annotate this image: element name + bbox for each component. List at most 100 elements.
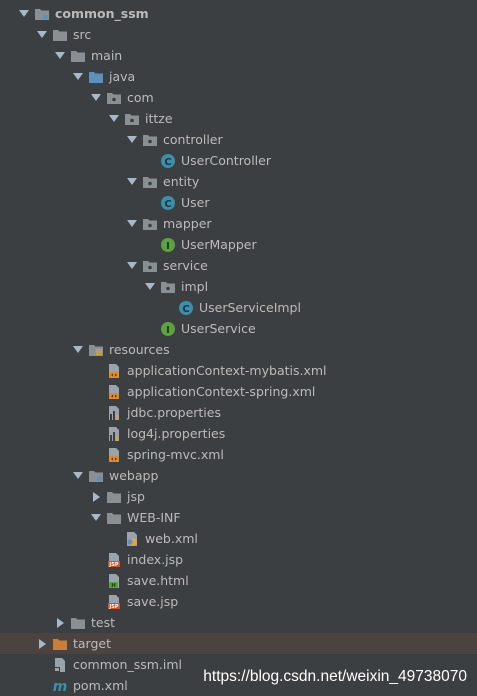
tree-node-controller[interactable]: controller xyxy=(0,129,477,150)
collapse-arrow-icon[interactable] xyxy=(54,612,66,633)
tree-node-entity[interactable]: entity xyxy=(0,171,477,192)
tree-node-java[interactable]: java xyxy=(0,66,477,87)
tree-node-label: save.jsp xyxy=(127,594,179,609)
tree-node-label: src xyxy=(73,27,92,42)
folder-icon xyxy=(106,489,122,505)
expand-arrow-icon[interactable] xyxy=(90,507,102,528)
tree-node-label: java xyxy=(109,69,136,84)
tree-node-user-service[interactable]: I UserService xyxy=(0,318,477,339)
tree-node-web-inf[interactable]: WEB-INF xyxy=(0,507,477,528)
tree-node-label: web.xml xyxy=(145,531,198,546)
tree-node-src[interactable]: src xyxy=(0,24,477,45)
tree-node-label: test xyxy=(91,615,116,630)
tree-node-test[interactable]: test xyxy=(0,612,477,633)
expand-arrow-icon[interactable] xyxy=(72,66,84,87)
watermark-text: https://blog.csdn.net/weixin_49738070 xyxy=(203,668,467,685)
tree-node-label: service xyxy=(163,258,208,273)
tree-node-label: User xyxy=(181,195,210,210)
expand-arrow-icon[interactable] xyxy=(126,171,138,192)
tree-node-label: jdbc.properties xyxy=(127,405,221,420)
expand-arrow-icon[interactable] xyxy=(54,45,66,66)
maven-letter: m xyxy=(53,679,68,694)
package-icon xyxy=(142,174,158,190)
interface-letter: I xyxy=(166,241,170,252)
tree-node-label: spring-mvc.xml xyxy=(127,447,224,462)
java-interface-icon: I xyxy=(160,321,176,337)
xml-file-icon xyxy=(106,384,122,400)
excluded-folder-icon xyxy=(52,636,68,652)
expand-arrow-icon[interactable] xyxy=(90,87,102,108)
tree-node-iml[interactable]: common_ssm.iml xyxy=(0,654,477,675)
xml-file-icon xyxy=(106,363,122,379)
collapse-arrow-icon[interactable] xyxy=(90,486,102,507)
tree-node-com[interactable]: com xyxy=(0,87,477,108)
tree-node-label: log4j.properties xyxy=(127,426,226,441)
expand-arrow-icon[interactable] xyxy=(126,129,138,150)
html-badge: H xyxy=(111,583,116,589)
xml-file-icon xyxy=(106,447,122,463)
tree-node-pom[interactable]: m pom.xml xyxy=(0,675,477,696)
expand-arrow-icon[interactable] xyxy=(72,339,84,360)
tree-node-app-ctx-spring[interactable]: applicationContext-spring.xml xyxy=(0,381,477,402)
tree-node-label: UserController xyxy=(181,153,271,168)
tree-node-label: WEB-INF xyxy=(127,510,181,525)
tree-node-web-xml[interactable]: web.xml xyxy=(0,528,477,549)
tree-node-ittze[interactable]: ittze xyxy=(0,108,477,129)
tree-node-spring-mvc[interactable]: spring-mvc.xml xyxy=(0,444,477,465)
tree-node-label: applicationContext-mybatis.xml xyxy=(127,363,327,378)
class-letter: C xyxy=(182,304,189,315)
package-icon xyxy=(160,279,176,295)
expand-arrow-icon[interactable] xyxy=(144,276,156,297)
expand-arrow-icon[interactable] xyxy=(36,24,48,45)
tree-node-impl[interactable]: impl xyxy=(0,276,477,297)
tree-node-jdbc-properties[interactable]: jdbc.properties xyxy=(0,402,477,423)
tree-node-save-jsp[interactable]: JSP save.jsp xyxy=(0,591,477,612)
tree-node-label: webapp xyxy=(109,468,159,483)
tree-node-label: UserServiceImpl xyxy=(199,300,301,315)
tree-node-resources[interactable]: resources xyxy=(0,339,477,360)
interface-letter: I xyxy=(166,325,170,336)
tree-node-app-ctx-mybatis[interactable]: applicationContext-mybatis.xml xyxy=(0,360,477,381)
collapse-arrow-icon[interactable] xyxy=(36,633,48,654)
package-icon xyxy=(142,216,158,232)
tree-node-log4j-properties[interactable]: log4j.properties xyxy=(0,423,477,444)
maven-icon: m xyxy=(52,678,68,694)
tree-node-target[interactable]: target xyxy=(0,633,477,654)
web-xml-icon xyxy=(124,531,140,547)
tree-node-label: UserService xyxy=(181,321,256,336)
tree-node-save-html[interactable]: H save.html xyxy=(0,570,477,591)
expand-arrow-icon[interactable] xyxy=(108,108,120,129)
tree-node-service[interactable]: service xyxy=(0,255,477,276)
properties-file-icon xyxy=(106,405,122,421)
class-letter: C xyxy=(164,157,171,168)
package-icon xyxy=(142,132,158,148)
resources-folder-icon xyxy=(88,342,104,358)
tree-node-index-jsp[interactable]: JSP index.jsp xyxy=(0,549,477,570)
java-interface-icon: I xyxy=(160,237,176,253)
jsp-file-icon: JSP xyxy=(106,594,122,610)
package-icon xyxy=(124,111,140,127)
tree-node-webapp[interactable]: webapp xyxy=(0,465,477,486)
tree-node-label: common_ssm.iml xyxy=(73,657,182,672)
tree-node-user-mapper[interactable]: I UserMapper xyxy=(0,234,477,255)
tree-node-user[interactable]: C User xyxy=(0,192,477,213)
source-folder-icon xyxy=(88,69,104,85)
module-folder-icon xyxy=(34,6,50,22)
tree-node-main[interactable]: main xyxy=(0,45,477,66)
tree-node-mapper[interactable]: mapper xyxy=(0,213,477,234)
tree-node-label: mapper xyxy=(163,216,212,231)
tree-node-jsp[interactable]: jsp xyxy=(0,486,477,507)
expand-arrow-icon[interactable] xyxy=(18,3,30,24)
tree-node-label: pom.xml xyxy=(73,678,128,693)
tree-node-common-ssm[interactable]: common_ssm xyxy=(0,3,477,24)
expand-arrow-icon[interactable] xyxy=(72,465,84,486)
properties-file-icon xyxy=(106,426,122,442)
folder-icon xyxy=(70,48,86,64)
folder-icon xyxy=(70,615,86,631)
tree-node-user-controller[interactable]: C UserController xyxy=(0,150,477,171)
expand-arrow-icon[interactable] xyxy=(126,213,138,234)
expand-arrow-icon[interactable] xyxy=(126,255,138,276)
tree-node-label: target xyxy=(73,636,112,651)
tree-node-user-service-impl[interactable]: C UserServiceImpl xyxy=(0,297,477,318)
jsp-file-icon: JSP xyxy=(106,552,122,568)
